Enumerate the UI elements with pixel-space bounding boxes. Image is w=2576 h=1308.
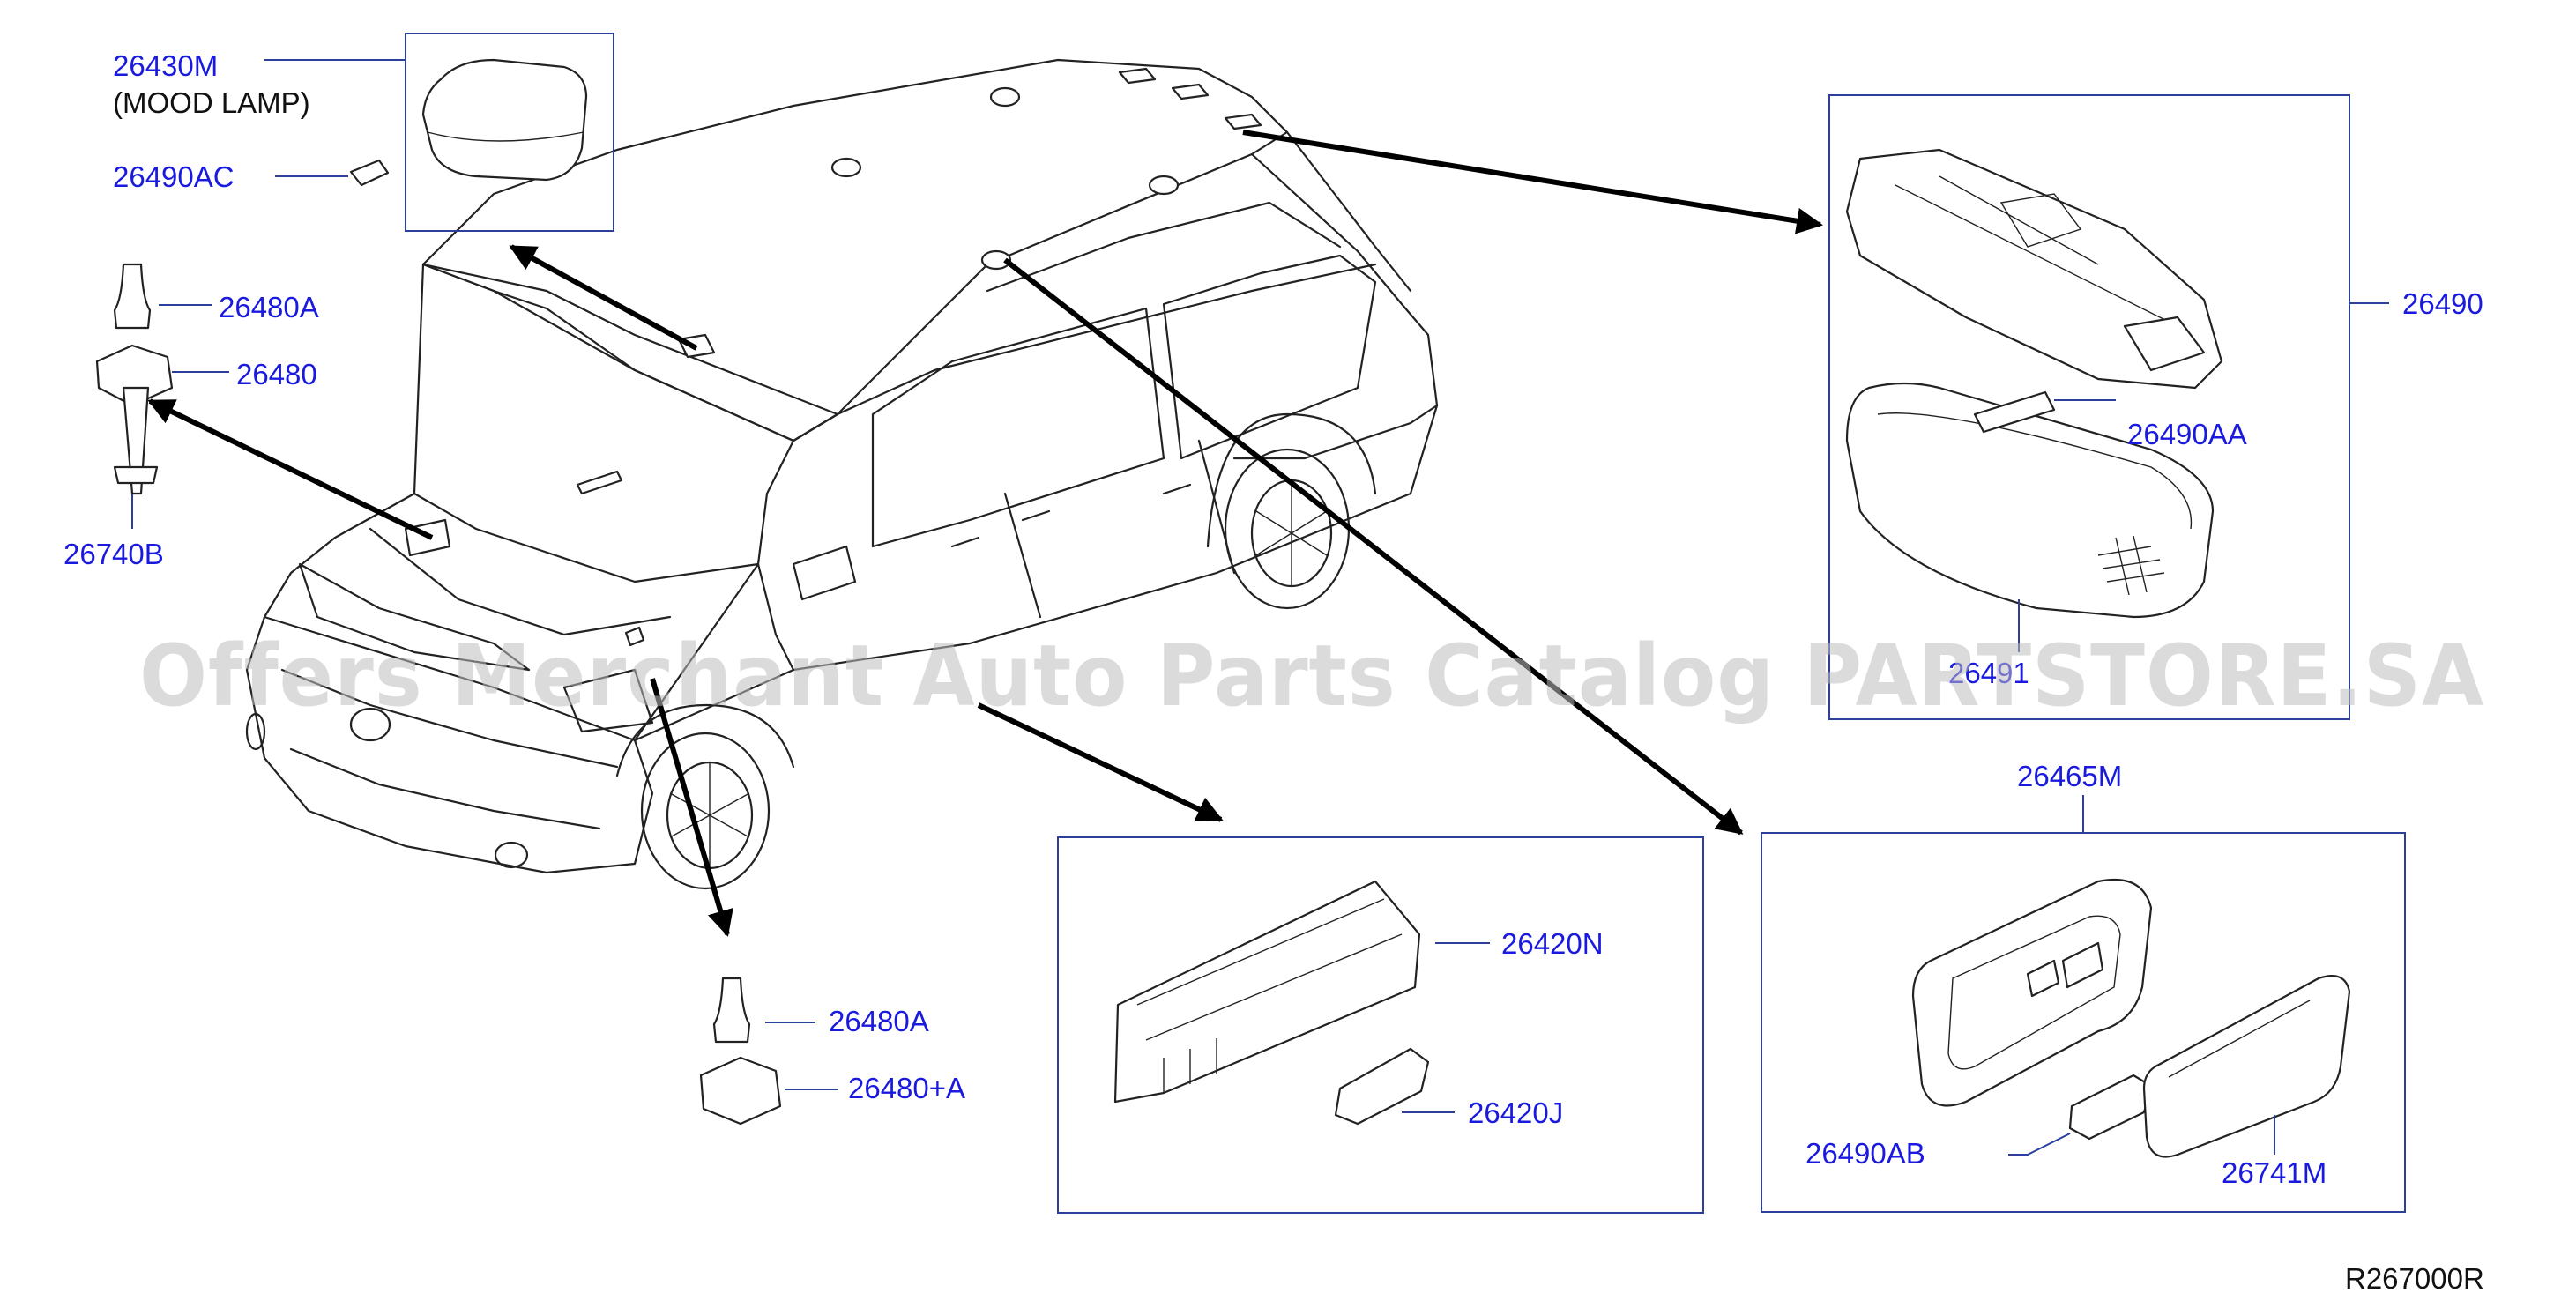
- luggage-lamp-housing: [1113, 880, 1421, 1104]
- label-26430M[interactable]: 26430M: [113, 49, 218, 82]
- bulb-26490AA: [1973, 390, 2056, 434]
- label-26491[interactable]: 26491: [1948, 657, 2029, 689]
- mood-lamp-group: 26430M (MOOD LAMP) 26490AC: [113, 33, 614, 232]
- label-26490AC[interactable]: 26490AC: [113, 160, 235, 193]
- label-26480plusA[interactable]: 26480+A: [848, 1072, 965, 1104]
- label-26490AA[interactable]: 26490AA: [2127, 418, 2247, 450]
- left-parts-group: 26480A 26480 26740B: [63, 263, 319, 570]
- socket-26480: [95, 344, 174, 407]
- label-26480A-bottom[interactable]: 26480A: [829, 1005, 929, 1037]
- label-26465M[interactable]: 26465M: [2017, 760, 2122, 792]
- label-26420J[interactable]: 26420J: [1468, 1096, 1563, 1129]
- room-lamp-group: 26490 26490AA 26491: [1828, 94, 2483, 720]
- label-mood-lamp: (MOOD LAMP): [113, 86, 310, 119]
- label-26420N[interactable]: 26420N: [1501, 927, 1604, 960]
- bulb-26490AC: [349, 159, 390, 187]
- bottom-left-parts-group: 26480A 26480+A: [699, 977, 965, 1126]
- label-26490[interactable]: 26490: [2402, 287, 2483, 320]
- bulb-26490AB: [2068, 1074, 2153, 1141]
- bulb-26420J: [1334, 1047, 1430, 1126]
- room-lamp-box: [1828, 94, 2350, 720]
- diagram-reference-code: R267000R: [2345, 1262, 2484, 1295]
- mood-lamp-box: [405, 33, 614, 232]
- vehicle-illustration: [245, 58, 1439, 890]
- mood-lamp-part: [421, 58, 588, 182]
- luggage-lamp-group: 26420N 26420J: [1057, 836, 1704, 1214]
- label-26480[interactable]: 26480: [236, 358, 317, 390]
- label-26740B[interactable]: 26740B: [63, 538, 164, 570]
- reference-arrows: [147, 130, 1823, 937]
- room-lamp-lens: [1845, 382, 2215, 619]
- bulb-26480A-bottom: [712, 977, 751, 1044]
- label-26490AB[interactable]: 26490AB: [1805, 1137, 1925, 1170]
- watermark-text: Offers Merchant Auto Parts Catalog PARTS…: [139, 627, 2484, 725]
- vanity-lamp-group: 26465M 26490AB 26741M: [1761, 760, 2406, 1213]
- label-26480A-top[interactable]: 26480A: [219, 291, 319, 323]
- socket-26480plusA: [699, 1056, 782, 1126]
- label-26741M[interactable]: 26741M: [2222, 1156, 2327, 1189]
- lens-26741M: [2142, 975, 2351, 1158]
- luggage-lamp-box: [1057, 836, 1704, 1214]
- bulb-26480A-top: [113, 263, 152, 330]
